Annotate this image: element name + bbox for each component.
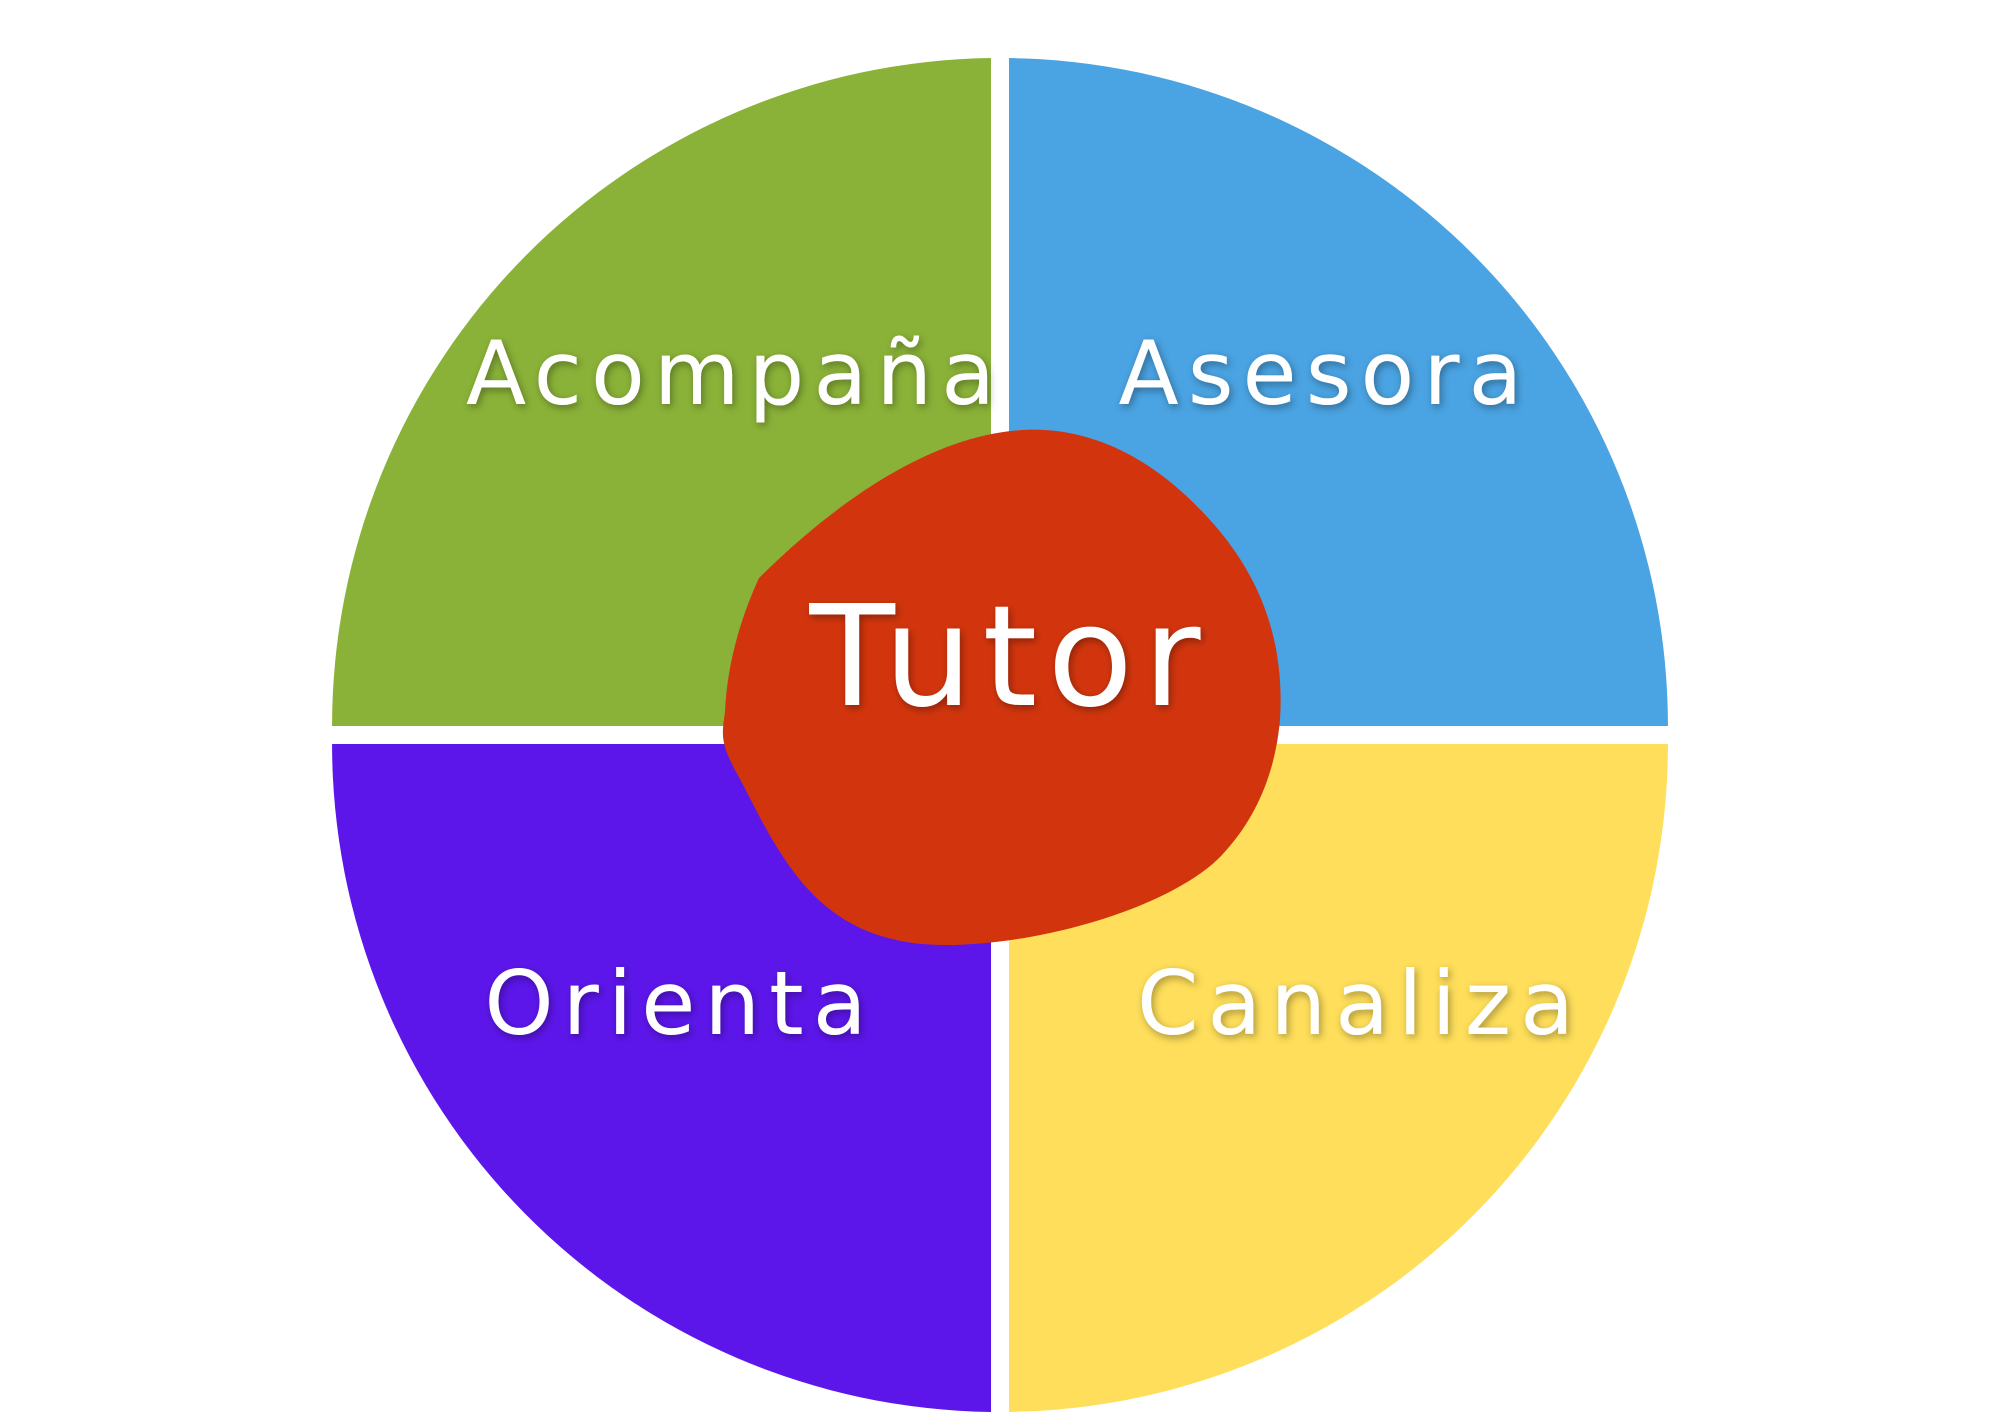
quadrant-bottom-left bbox=[332, 744, 991, 1412]
quadrant-label-orienta: Orienta bbox=[484, 952, 875, 1055]
quadrant-label-asesora: Asesora bbox=[1119, 322, 1532, 425]
quadrant-label-canaliza: Canaliza bbox=[1137, 952, 1583, 1055]
quadrant-bottom-right bbox=[1009, 744, 1668, 1412]
center-label-tutor: Tutor bbox=[808, 576, 1210, 739]
center-blob bbox=[722, 429, 1281, 945]
quadrant-label-acompana: Acompaña bbox=[466, 322, 1004, 425]
